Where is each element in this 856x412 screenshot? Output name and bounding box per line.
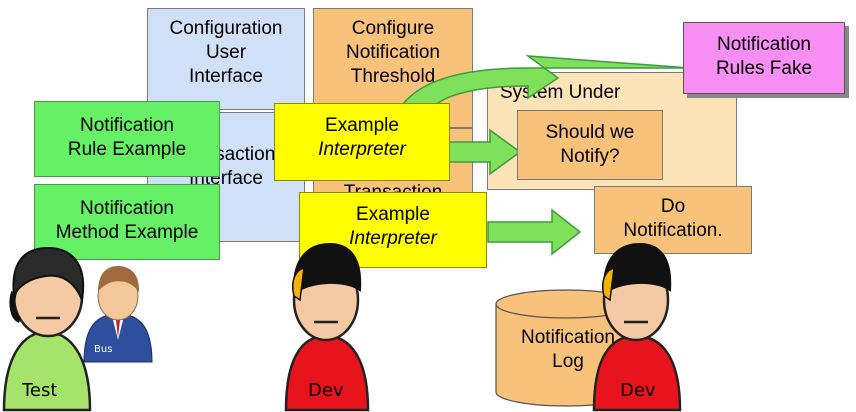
should-notify-line1: Should we <box>545 122 635 143</box>
config-ui-line2: User <box>205 42 247 63</box>
rules-fake-line2: Rules Fake <box>715 58 813 79</box>
notification-log-label: Notification Log <box>500 326 636 374</box>
do-notification-box: Do Notification. <box>594 186 752 254</box>
developer-person-icon-1 <box>284 242 370 412</box>
interp2-line2: Interpreter <box>349 228 437 249</box>
rules-fake-line1: Notification <box>717 34 811 55</box>
example-interpreter-box-1: Example Interpreter <box>274 103 450 181</box>
config-notif-line3: Threshold <box>350 66 436 87</box>
dev-label-1: Dev <box>308 380 344 401</box>
do-notification-line2: Notification. <box>623 220 723 241</box>
config-ui-line1: Configuration <box>169 18 283 39</box>
interp1-line1: Example <box>325 115 399 136</box>
notification-rules-fake-box: Notification Rules Fake <box>683 22 845 94</box>
should-notify-line2: Notify? <box>560 146 620 167</box>
config-ui-line3: Interface <box>189 66 263 87</box>
dev-label-2: Dev <box>620 380 656 401</box>
bus-label: Bus <box>94 344 113 355</box>
config-notif-line1: Configure <box>351 18 435 39</box>
developer-person-icon-2 <box>592 242 682 412</box>
rule-example-line2: Rule Example <box>67 139 187 160</box>
business-person-icon <box>83 266 153 363</box>
do-notification-line1: Do <box>660 196 686 217</box>
interp1-line2: Interpreter <box>318 139 406 160</box>
notif-log-line2: Log <box>552 351 584 372</box>
interp2-line1: Example <box>356 204 430 225</box>
notification-rule-example-box: Notification Rule Example <box>34 101 220 177</box>
config-notif-line2: Notification <box>346 42 440 63</box>
notification-method-example-box: Notification Method Example <box>34 184 220 260</box>
should-we-notify-box: Should we Notify? <box>517 110 663 180</box>
notif-log-line1: Notification <box>521 327 615 348</box>
method-example-line1: Notification <box>80 198 174 219</box>
arrow-to-do-notification <box>487 208 582 256</box>
method-example-line2: Method Example <box>55 222 199 243</box>
configuration-user-interface-box: Configuration User Interface <box>147 8 305 110</box>
tester-person-icon <box>2 246 92 412</box>
test-label: Test <box>22 380 58 401</box>
rule-example-line1: Notification <box>80 115 174 136</box>
